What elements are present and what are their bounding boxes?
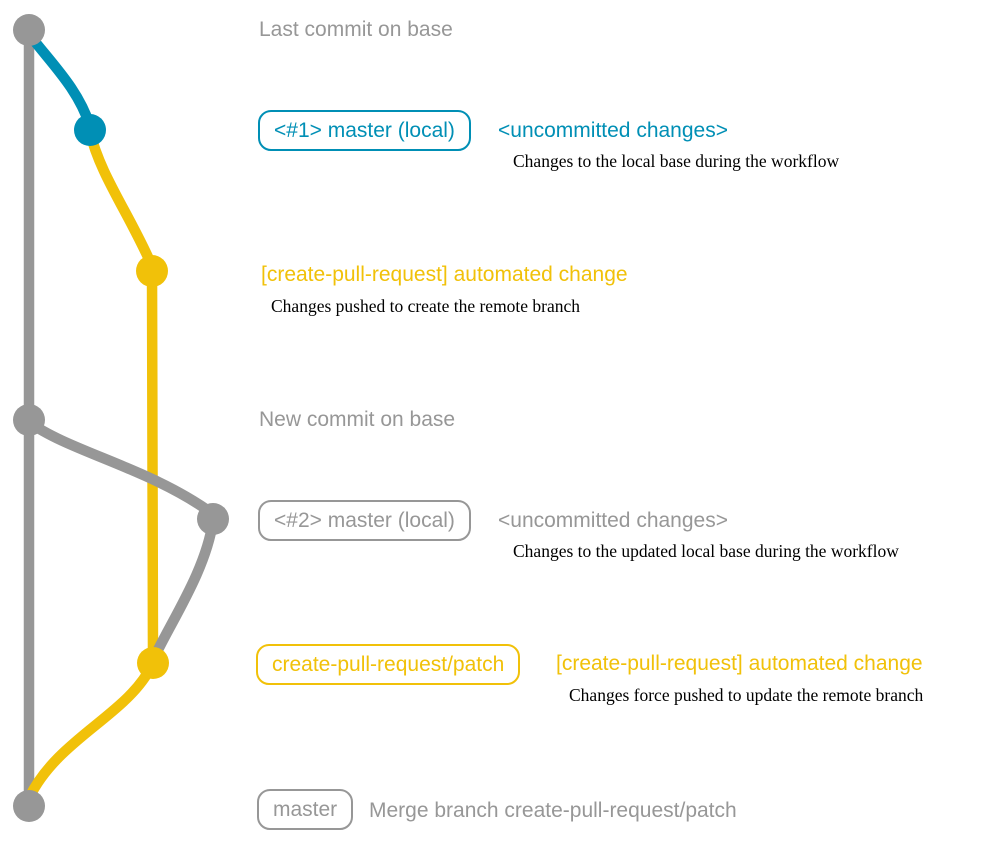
branch-ref-label-master-local-1: <#1> master (local) bbox=[258, 110, 471, 151]
caption-uncommitted-1: Changes to the local base during the wor… bbox=[513, 151, 840, 171]
caption-uncommitted-2: Changes to the updated local base during… bbox=[513, 541, 899, 561]
commit-message-uncommitted-1: <uncommitted changes> bbox=[498, 119, 728, 142]
branch-patch-merge-curve bbox=[23, 659, 158, 804]
commit-dot-merge bbox=[13, 790, 45, 822]
commit-message-new-base: New commit on base bbox=[259, 408, 456, 431]
branch-patch-line bbox=[146, 262, 159, 666]
commit-message-merge: Merge branch create-pull-request/patch bbox=[369, 799, 737, 822]
branch-ref-label-master: master bbox=[257, 789, 354, 830]
commit-dot-patch-1 bbox=[136, 255, 168, 287]
commit-message-uncommitted-2: <uncommitted changes> bbox=[498, 509, 728, 532]
branch-patch-curve-out bbox=[84, 126, 158, 272]
commit-graph bbox=[13, 14, 229, 822]
branch-base-to-local2-curve bbox=[23, 416, 219, 520]
commit-dot-local-1 bbox=[74, 114, 106, 146]
commit-message-last-base: Last commit on base bbox=[259, 18, 453, 41]
branch-ref-label-master-local-2: <#2> master (local) bbox=[258, 500, 471, 541]
commit-dot-local-2 bbox=[197, 503, 229, 535]
commit-message-automated-1: [create-pull-request] automated change bbox=[261, 263, 628, 286]
branch-local-master-curve bbox=[23, 28, 96, 132]
caption-automated-1: Changes pushed to create the remote bran… bbox=[271, 296, 581, 316]
commit-dot-patch-2 bbox=[137, 647, 169, 679]
caption-automated-2: Changes force pushed to update the remot… bbox=[569, 685, 924, 705]
commit-message-automated-2: [create-pull-request] automated change bbox=[556, 652, 923, 675]
branch-ref-label-patch: create-pull-request/patch bbox=[256, 644, 521, 685]
commit-dot-new-base bbox=[13, 404, 45, 436]
commit-dot-last-base bbox=[13, 14, 45, 46]
branch-local2-to-patch-curve bbox=[149, 515, 219, 662]
